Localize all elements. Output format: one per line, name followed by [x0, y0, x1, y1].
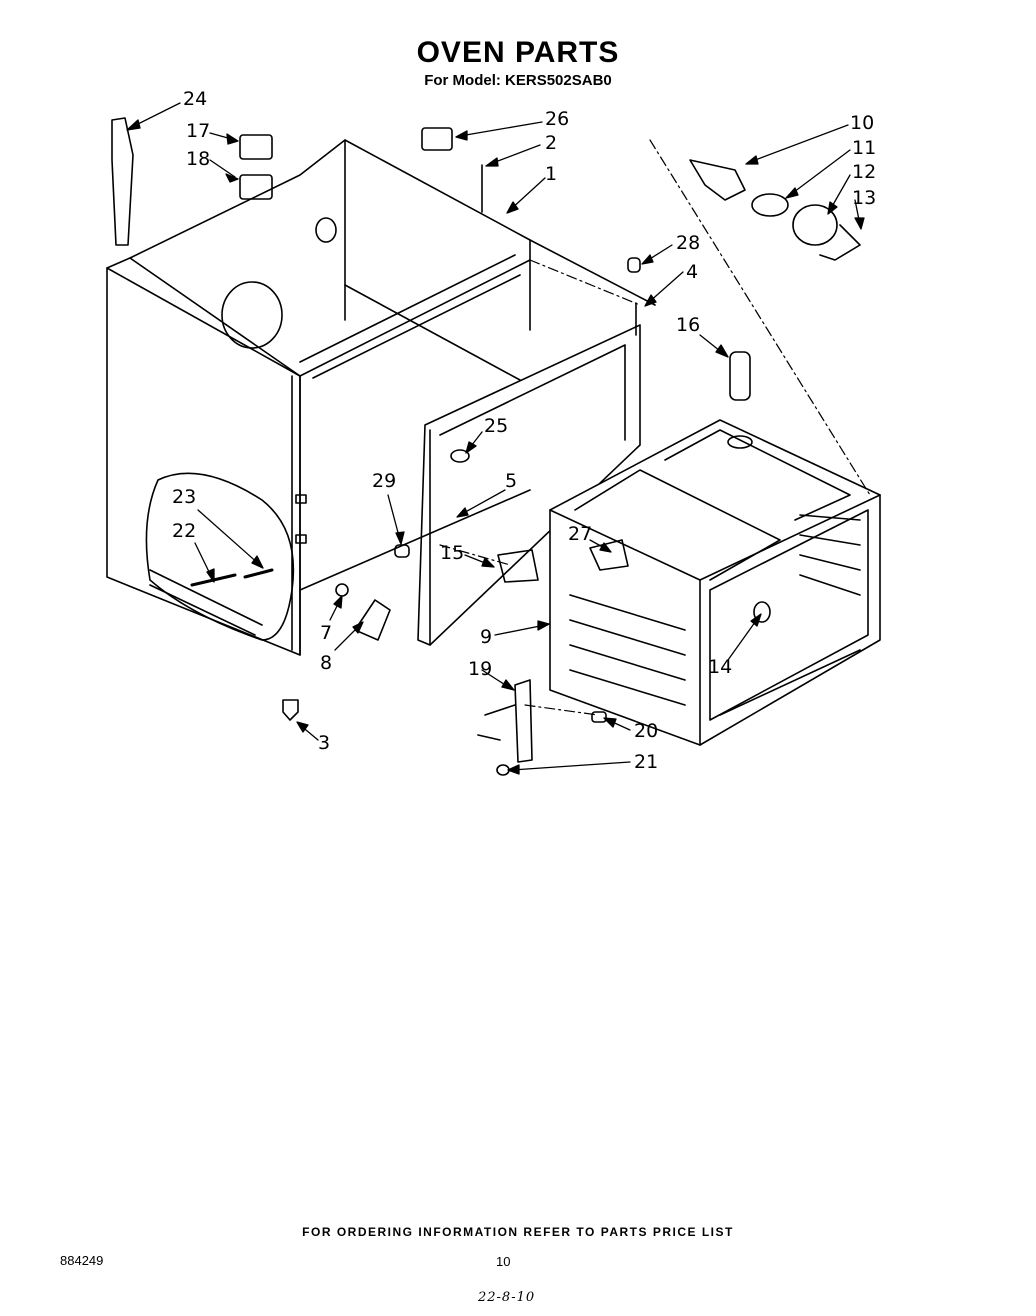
part-3-foot — [282, 699, 299, 721]
callout-11: 11 — [852, 137, 877, 159]
part-7-nut — [335, 583, 349, 597]
part-29-plug — [394, 544, 410, 558]
part-21-washer — [496, 764, 510, 776]
callout-18: 18 — [186, 148, 211, 170]
callout-22: 22 — [172, 520, 197, 542]
callout-16: 16 — [676, 314, 701, 336]
part-8-bracket — [354, 599, 391, 641]
part-20-screw — [591, 711, 607, 723]
part-16-tube — [729, 351, 751, 401]
callout-5: 5 — [505, 470, 518, 492]
callout-19: 19 — [468, 658, 493, 680]
part-27-hinge — [589, 539, 629, 571]
model-subtitle: For Model: KERS502SAB0 — [424, 72, 612, 89]
page-number: 10 — [496, 1254, 511, 1269]
callout-29: 29 — [372, 470, 397, 492]
part-12-cover — [792, 204, 838, 246]
part-26-switch — [421, 127, 453, 151]
part-24-bracket — [111, 117, 134, 246]
part-23-spring — [243, 568, 274, 579]
callout-17: 17 — [186, 120, 211, 142]
callout-15: 15 — [440, 542, 465, 564]
part-16-base — [727, 435, 753, 449]
callout-2: 2 — [545, 132, 558, 154]
part-28-plug — [627, 257, 641, 273]
callout-25: 25 — [484, 415, 509, 437]
part-25-fastener — [450, 449, 470, 463]
part-15-hinge — [497, 549, 539, 583]
callout-24: 24 — [183, 88, 208, 110]
handwritten-code: 22-8-10 — [478, 1290, 536, 1305]
alignment-lines — [439, 139, 871, 716]
callout-28: 28 — [676, 232, 701, 254]
part-18-block — [239, 174, 273, 200]
part-11-bulb — [751, 193, 789, 217]
part-10-socket — [689, 159, 746, 201]
page-title: OVEN PARTS — [416, 36, 620, 69]
part-17-block — [239, 134, 273, 160]
callout-14: 14 — [708, 656, 733, 678]
callout-3: 3 — [318, 732, 331, 754]
document-number: 884249 — [60, 1253, 104, 1268]
callout-9: 9 — [480, 626, 493, 648]
callout-7: 7 — [320, 622, 333, 644]
part-13-clip — [819, 224, 861, 261]
callout-4: 4 — [686, 261, 699, 283]
callout-10: 10 — [850, 112, 875, 134]
part-19-hinge — [477, 679, 533, 763]
callout-23: 23 — [172, 486, 197, 508]
front-frame — [417, 302, 641, 646]
callout-21: 21 — [634, 751, 659, 773]
small-parts — [111, 117, 861, 776]
ordering-note: FOR ORDERING INFORMATION REFER TO PARTS … — [302, 1225, 734, 1239]
callout-26: 26 — [545, 108, 570, 130]
callout-8: 8 — [320, 652, 333, 674]
callout-27: 27 — [568, 523, 593, 545]
callout-20: 20 — [634, 720, 659, 742]
callout-1: 1 — [545, 163, 558, 185]
leader-lines — [126, 102, 865, 775]
callout-13: 13 — [852, 187, 877, 209]
callout-12: 12 — [852, 161, 877, 183]
oven-liner — [549, 419, 881, 746]
